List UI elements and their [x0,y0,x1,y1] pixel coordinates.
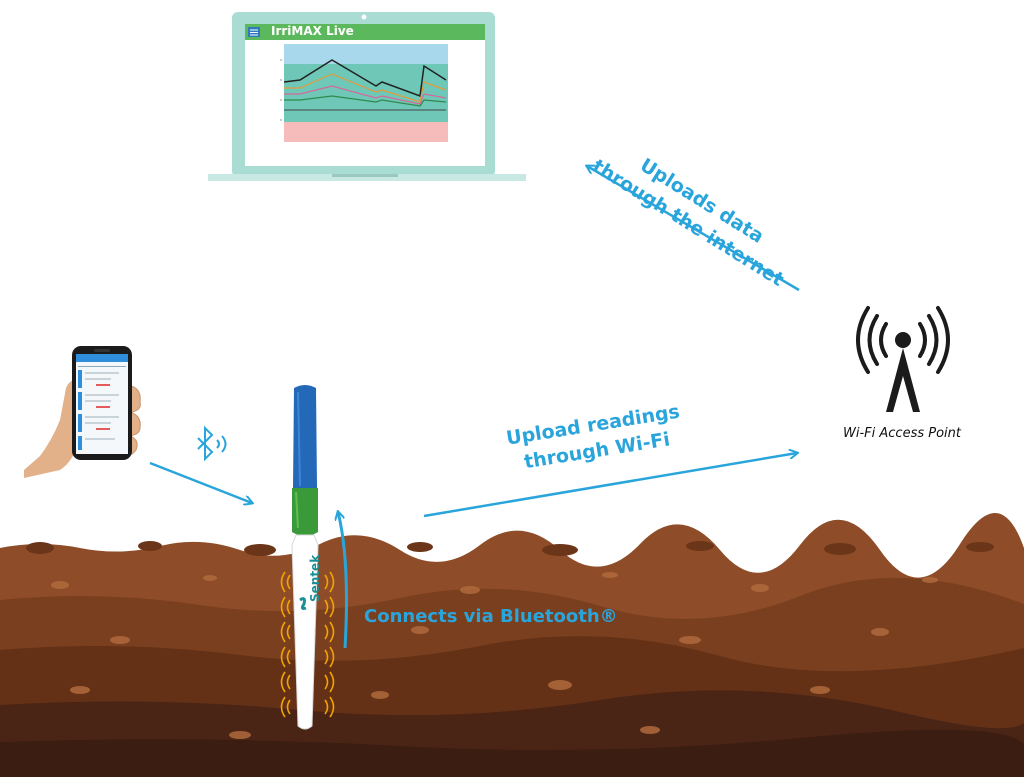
arrow-bluetooth-curve [338,512,348,649]
app-title: IrriMAX Live [271,24,354,38]
arrow-wifi-to-cloud [587,166,800,292]
arrow-phone-to-probe [149,461,252,503]
phone-icon [72,346,132,460]
access-point-label: Wi-Fi Access Point [843,426,961,441]
arrow-probe-to-wifi [423,453,797,518]
bluetooth-connect-label: Connects via Bluetooth® [364,606,618,627]
hand-icon [24,379,141,478]
